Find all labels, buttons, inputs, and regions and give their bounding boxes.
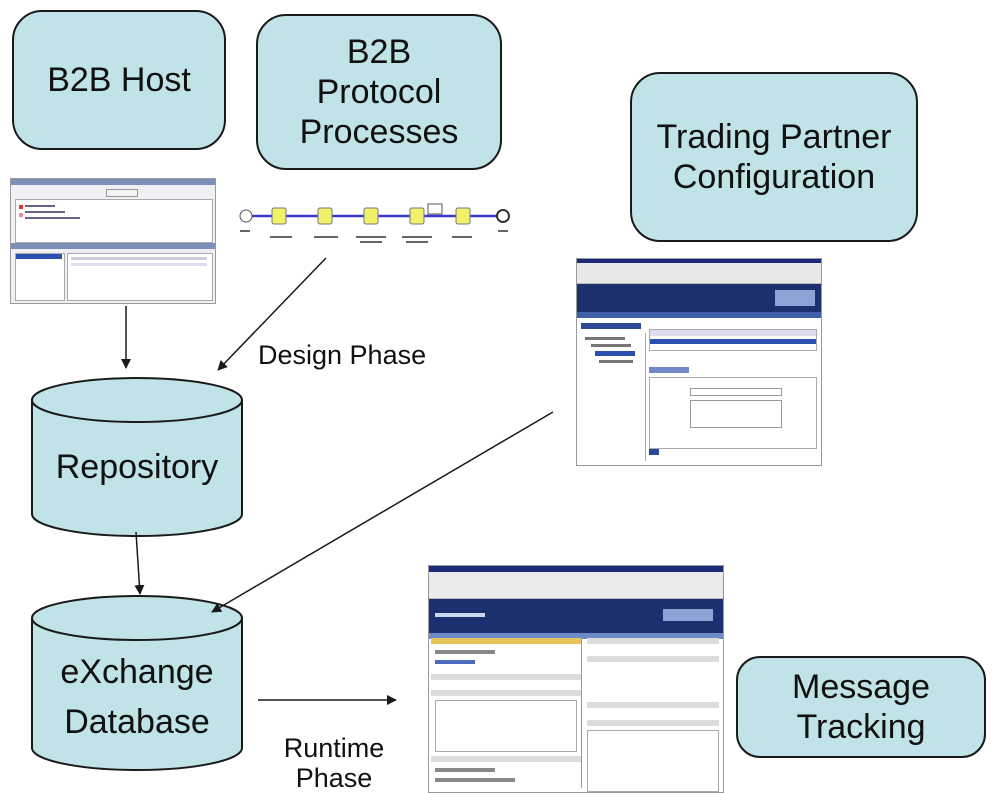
- runtime-line1: Runtime: [283, 733, 385, 763]
- runtime-phase-label: Runtime Phase: [266, 733, 402, 793]
- message-tracking-line2: Tracking: [796, 708, 926, 746]
- runtime-line2: Phase: [295, 763, 373, 793]
- arrow-tradingpartner-to-exchange: [211, 411, 554, 613]
- b2b-protocol-line3: Processes: [299, 113, 459, 151]
- b2b-protocol-line2: Protocol: [316, 73, 442, 111]
- design-phase-label: Design Phase: [258, 340, 427, 370]
- message-tracking-box: Message Tracking: [736, 656, 986, 758]
- trading-partner-line2: Configuration: [672, 158, 876, 196]
- message-tracking-screenshot: [428, 565, 724, 793]
- exchange-line2: Database: [64, 703, 210, 741]
- b2b-host-screenshot: [10, 178, 216, 304]
- b2b-protocol-line1: B2B: [346, 33, 412, 71]
- b2b-host-label: B2B Host: [47, 61, 191, 99]
- exchange-line1: eXchange: [60, 653, 214, 691]
- trading-partner-line1: Trading Partner: [656, 118, 892, 156]
- exchange-database-cylinder: [31, 595, 243, 771]
- arrow-repository-to-exchange: [134, 531, 145, 595]
- b2b-protocol-processes-box: B2B Protocol Processes: [256, 14, 502, 170]
- message-tracking-line1: Message: [792, 668, 930, 706]
- repository-cylinder: [31, 377, 243, 537]
- exchange-database-label: eXchange Database: [32, 651, 242, 743]
- trading-partner-configuration-box: Trading Partner Configuration: [630, 72, 918, 242]
- arrow-protocol-to-repository: [217, 257, 327, 371]
- repository-label: Repository: [55, 448, 219, 486]
- b2b-host-box: B2B Host: [12, 10, 226, 150]
- trading-partner-screenshot: [576, 258, 822, 466]
